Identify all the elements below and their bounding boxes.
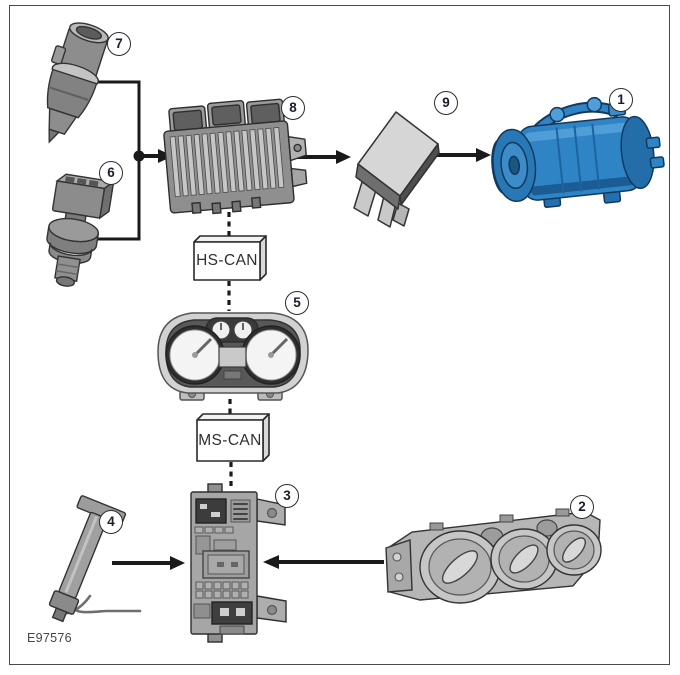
arrow-relay-to-compressor [437,148,491,162]
fuse-box-illustration [190,483,287,643]
figure-code: E97576 [27,631,72,645]
arrow-sensor-to-fusebox [112,556,185,570]
callout-1: 1 [609,88,633,112]
callout-6: 6 [99,161,123,185]
temperature-sensor-illustration [48,495,142,623]
callout-3: 3 [275,484,299,508]
engine-control-module-illustration [163,98,308,215]
hs-can-box [193,235,267,281]
instrument-cluster-illustration [157,312,309,401]
ac-compressor-illustration [491,96,665,208]
callout-2: 2 [570,495,594,519]
callout-9: 9 [434,91,458,115]
climate-control-panel-illustration [385,508,602,604]
arrow-panel-to-fusebox [263,555,384,569]
figure-border [9,5,670,665]
callout-5: 5 [285,291,309,315]
pressure-switch-illustration [46,22,109,144]
relay-illustration [353,111,440,228]
hs-can-label: HS-CAN [196,252,258,269]
callout-8: 8 [281,96,305,120]
pressure-transducer-illustration [46,173,116,287]
callout-4: 4 [99,510,123,534]
ms-can-box [196,413,270,462]
ms-can-label: MS-CAN [198,431,262,449]
callout-7: 7 [107,32,131,56]
